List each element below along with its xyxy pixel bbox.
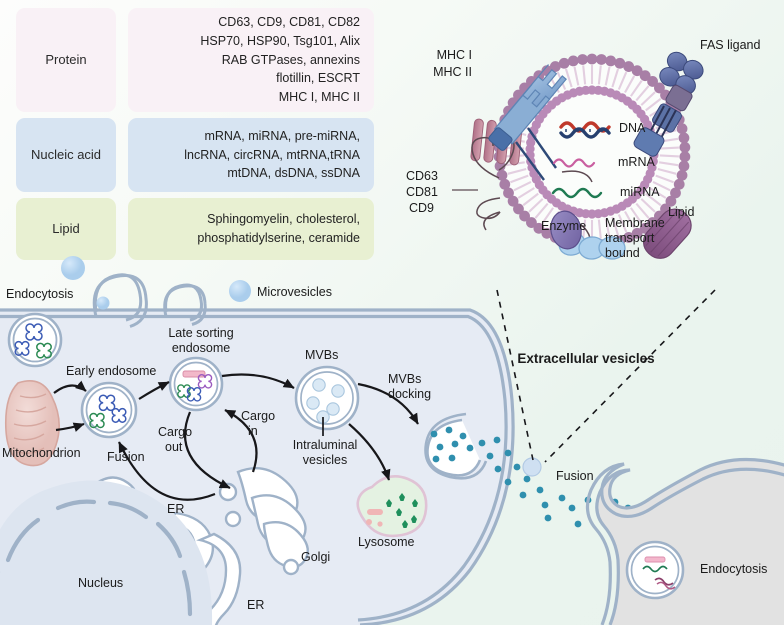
callout-lines: [496, 289, 716, 463]
label-endocytosis-recipient: Endocytosis: [700, 562, 768, 576]
label-late-sorting-1: Late sorting: [168, 326, 234, 340]
label-er-upper: ER: [167, 502, 185, 516]
label-fas-ligand: FAS ligand: [700, 38, 761, 52]
protein-line-3: RAB GTPases, annexins: [221, 52, 360, 67]
label-fusion-ev: Fusion: [556, 469, 594, 483]
label-mhc2: MHC II: [433, 65, 472, 79]
row-values-protein: CD63, CD9, CD81, CD82 HSP70, HSP90, Tsg1…: [128, 8, 374, 112]
process-arrows: [53, 373, 419, 501]
label-cargo-out-1: Cargo: [158, 425, 193, 439]
protein-line-4: flotillin, ESCRT: [276, 71, 360, 86]
label-golgi: Golgi: [301, 550, 331, 564]
label-cd63: CD63: [406, 169, 438, 183]
mvb-docking-shape: [424, 412, 488, 480]
lysosome-shape: [356, 475, 428, 538]
fusion-vesicle: [522, 457, 542, 477]
composition-table: Protein CD63, CD9, CD81, CD82 HSP70, HSP…: [16, 8, 374, 266]
label-microvesicles: Microvesicles: [257, 285, 333, 299]
early-endosome-shape: [80, 381, 138, 439]
label-dna: DNA: [619, 121, 646, 135]
nucleic-line-3: mtDNA, dsDNA, ssDNA: [227, 166, 360, 181]
recipient-cell: [585, 457, 784, 625]
mitochondrion-shape: [4, 380, 60, 467]
label-cd81: CD81: [406, 185, 438, 199]
row-values-lipid: Sphingomyelin, cholesterol, phosphatidyl…: [128, 198, 374, 260]
row-label-nucleic-acid: Nucleic acid: [16, 118, 116, 192]
row-values-nucleic-acid: mRNA, miRNA, pre-miRNA, lncRNA, circRNA,…: [128, 118, 374, 192]
label-enzyme: Enzyme: [541, 219, 587, 233]
label-intraluminal-1: Intraluminal: [292, 438, 358, 452]
lysosome-enzymes: [386, 493, 418, 528]
label-mhc1: MHC I: [436, 48, 472, 62]
protein-line-5: MHC I, MHC II: [278, 90, 360, 105]
late-sorting-endosome-shape: [168, 356, 224, 412]
donor-cell: [0, 256, 515, 625]
label-membrane-transport-1: Membrane: [605, 216, 665, 230]
microvesicle: [229, 280, 251, 302]
label-cargo-in-2: in: [248, 424, 258, 438]
table-row: Protein CD63, CD9, CD81, CD82 HSP70, HSP…: [16, 8, 374, 112]
label-mvbs-docking-1: MVBs: [388, 372, 422, 386]
table-row: Nucleic acid mRNA, miRNA, pre-miRNA, lnc…: [16, 118, 374, 192]
ev-dots-docking: [430, 426, 474, 463]
label-mitochondrion: Mitochondrion: [2, 446, 81, 460]
endocytosis-vesicle-recipient: [625, 540, 685, 600]
label-fusion-cell: Fusion: [107, 450, 145, 464]
nucleus-shape: [0, 480, 213, 625]
label-extracellular-vesicles: Extracellular vesicles: [517, 351, 655, 366]
enzyme-icon: [550, 210, 582, 250]
label-mirna: miRNA: [620, 185, 660, 199]
mvb-shape: [294, 365, 360, 436]
row-label-lipid: Lipid: [16, 198, 116, 260]
mirna-icon: [551, 187, 603, 199]
label-nucleus: Nucleus: [78, 576, 124, 590]
row-label-protein: Protein: [16, 8, 116, 112]
mrna-icon: [552, 158, 596, 168]
label-mrna: mRNA: [618, 155, 655, 169]
table-row: Lipid Sphingomyelin, cholesterol, phosph…: [16, 198, 374, 260]
label-lipid-vesicle: Lipid: [668, 205, 695, 219]
label-cd9: CD9: [409, 201, 435, 215]
nucleic-line-2: lncRNA, circRNA, mtRNA,tRNA: [184, 147, 360, 162]
endocytosis-vesicle-donor: [7, 312, 63, 368]
label-intraluminal-2: vesicles: [302, 453, 348, 467]
label-er-lower: ER: [247, 598, 265, 612]
lipid-line-2: phosphatidylserine, ceramide: [197, 231, 360, 245]
nucleic-line-1: mRNA, miRNA, pre-miRNA,: [204, 128, 360, 143]
fas-ligand: [633, 51, 704, 157]
protein-line-2: HSP70, HSP90, Tsg101, Alix: [200, 33, 360, 48]
label-late-sorting-2: endosome: [171, 341, 231, 355]
protein-line-1: CD63, CD9, CD81, CD82: [218, 15, 360, 30]
mhc-proteins: [488, 64, 567, 181]
vesicle-cargo: [550, 121, 611, 250]
label-cargo-out-2: out: [165, 440, 183, 454]
lipid-membrane-protein: [642, 208, 692, 259]
label-mvbs: MVBs: [305, 348, 339, 362]
golgi-shape: [218, 466, 309, 576]
label-membrane-transport-3: bound: [605, 246, 640, 260]
label-membrane-transport-2: transport: [605, 231, 655, 245]
microvesicle: [96, 296, 110, 310]
dna-icon: [559, 121, 611, 139]
ev-dot-stream: [478, 436, 632, 528]
label-mvbs-docking-2: docking: [388, 387, 432, 401]
lipid-line-1: Sphingomyelin, cholesterol,: [207, 212, 360, 227]
label-endocytosis-donor: Endocytosis: [6, 287, 74, 301]
label-lysosome: Lysosome: [358, 535, 415, 549]
label-early-endosome: Early endosome: [66, 364, 157, 378]
label-cargo-in-1: Cargo: [241, 409, 276, 423]
microvesicle: [61, 256, 85, 280]
